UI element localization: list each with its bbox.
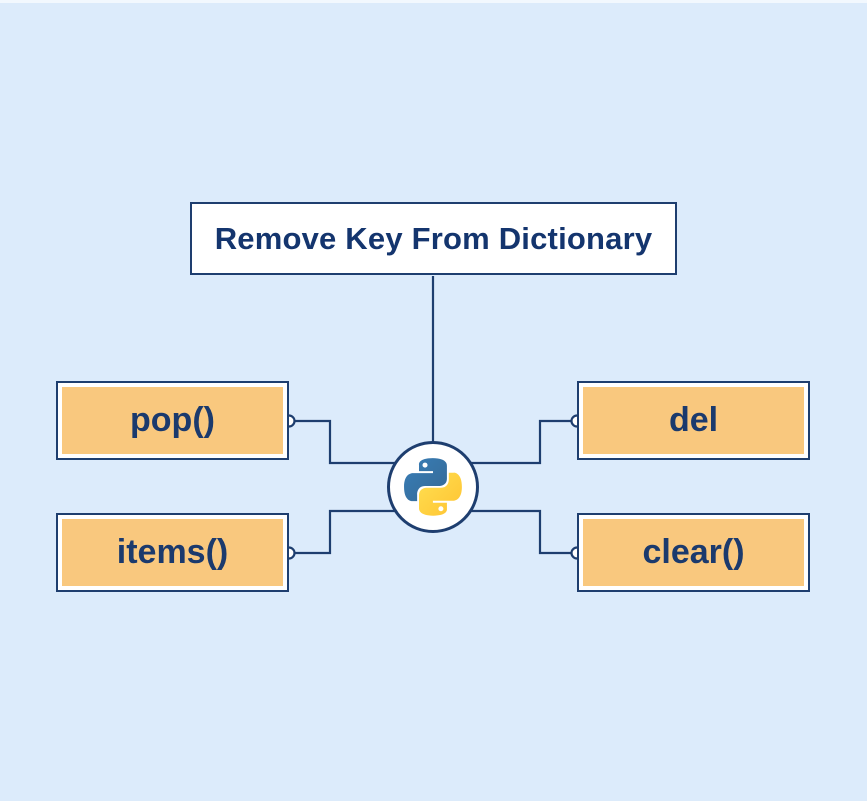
- top-edge-highlight: [0, 0, 867, 3]
- method-node-pop-fill: pop(): [62, 387, 283, 454]
- title-node: Remove Key From Dictionary: [190, 202, 677, 275]
- connector-del-to-hub: [433, 419, 573, 465]
- method-label-pop: pop(): [130, 401, 215, 439]
- method-node-items: items(): [56, 513, 289, 592]
- method-node-items-fill: items(): [62, 519, 283, 586]
- method-node-del: del: [577, 381, 810, 460]
- method-label-items: items(): [116, 533, 229, 571]
- method-label-del: del: [668, 401, 719, 439]
- connector-items-to-hub: [293, 509, 433, 555]
- diagram-title: Remove Key From Dictionary: [214, 220, 653, 256]
- method-label-clear: clear(): [642, 533, 745, 571]
- connector-clear-to-hub: [433, 509, 573, 555]
- python-icon: [404, 458, 462, 516]
- method-node-del-fill: del: [583, 387, 804, 454]
- method-node-clear-fill: clear(): [583, 519, 804, 586]
- method-node-clear: clear(): [577, 513, 810, 592]
- python-hub-circle: [387, 441, 479, 533]
- method-node-pop: pop(): [56, 381, 289, 460]
- connector-pop-to-hub: [293, 419, 433, 465]
